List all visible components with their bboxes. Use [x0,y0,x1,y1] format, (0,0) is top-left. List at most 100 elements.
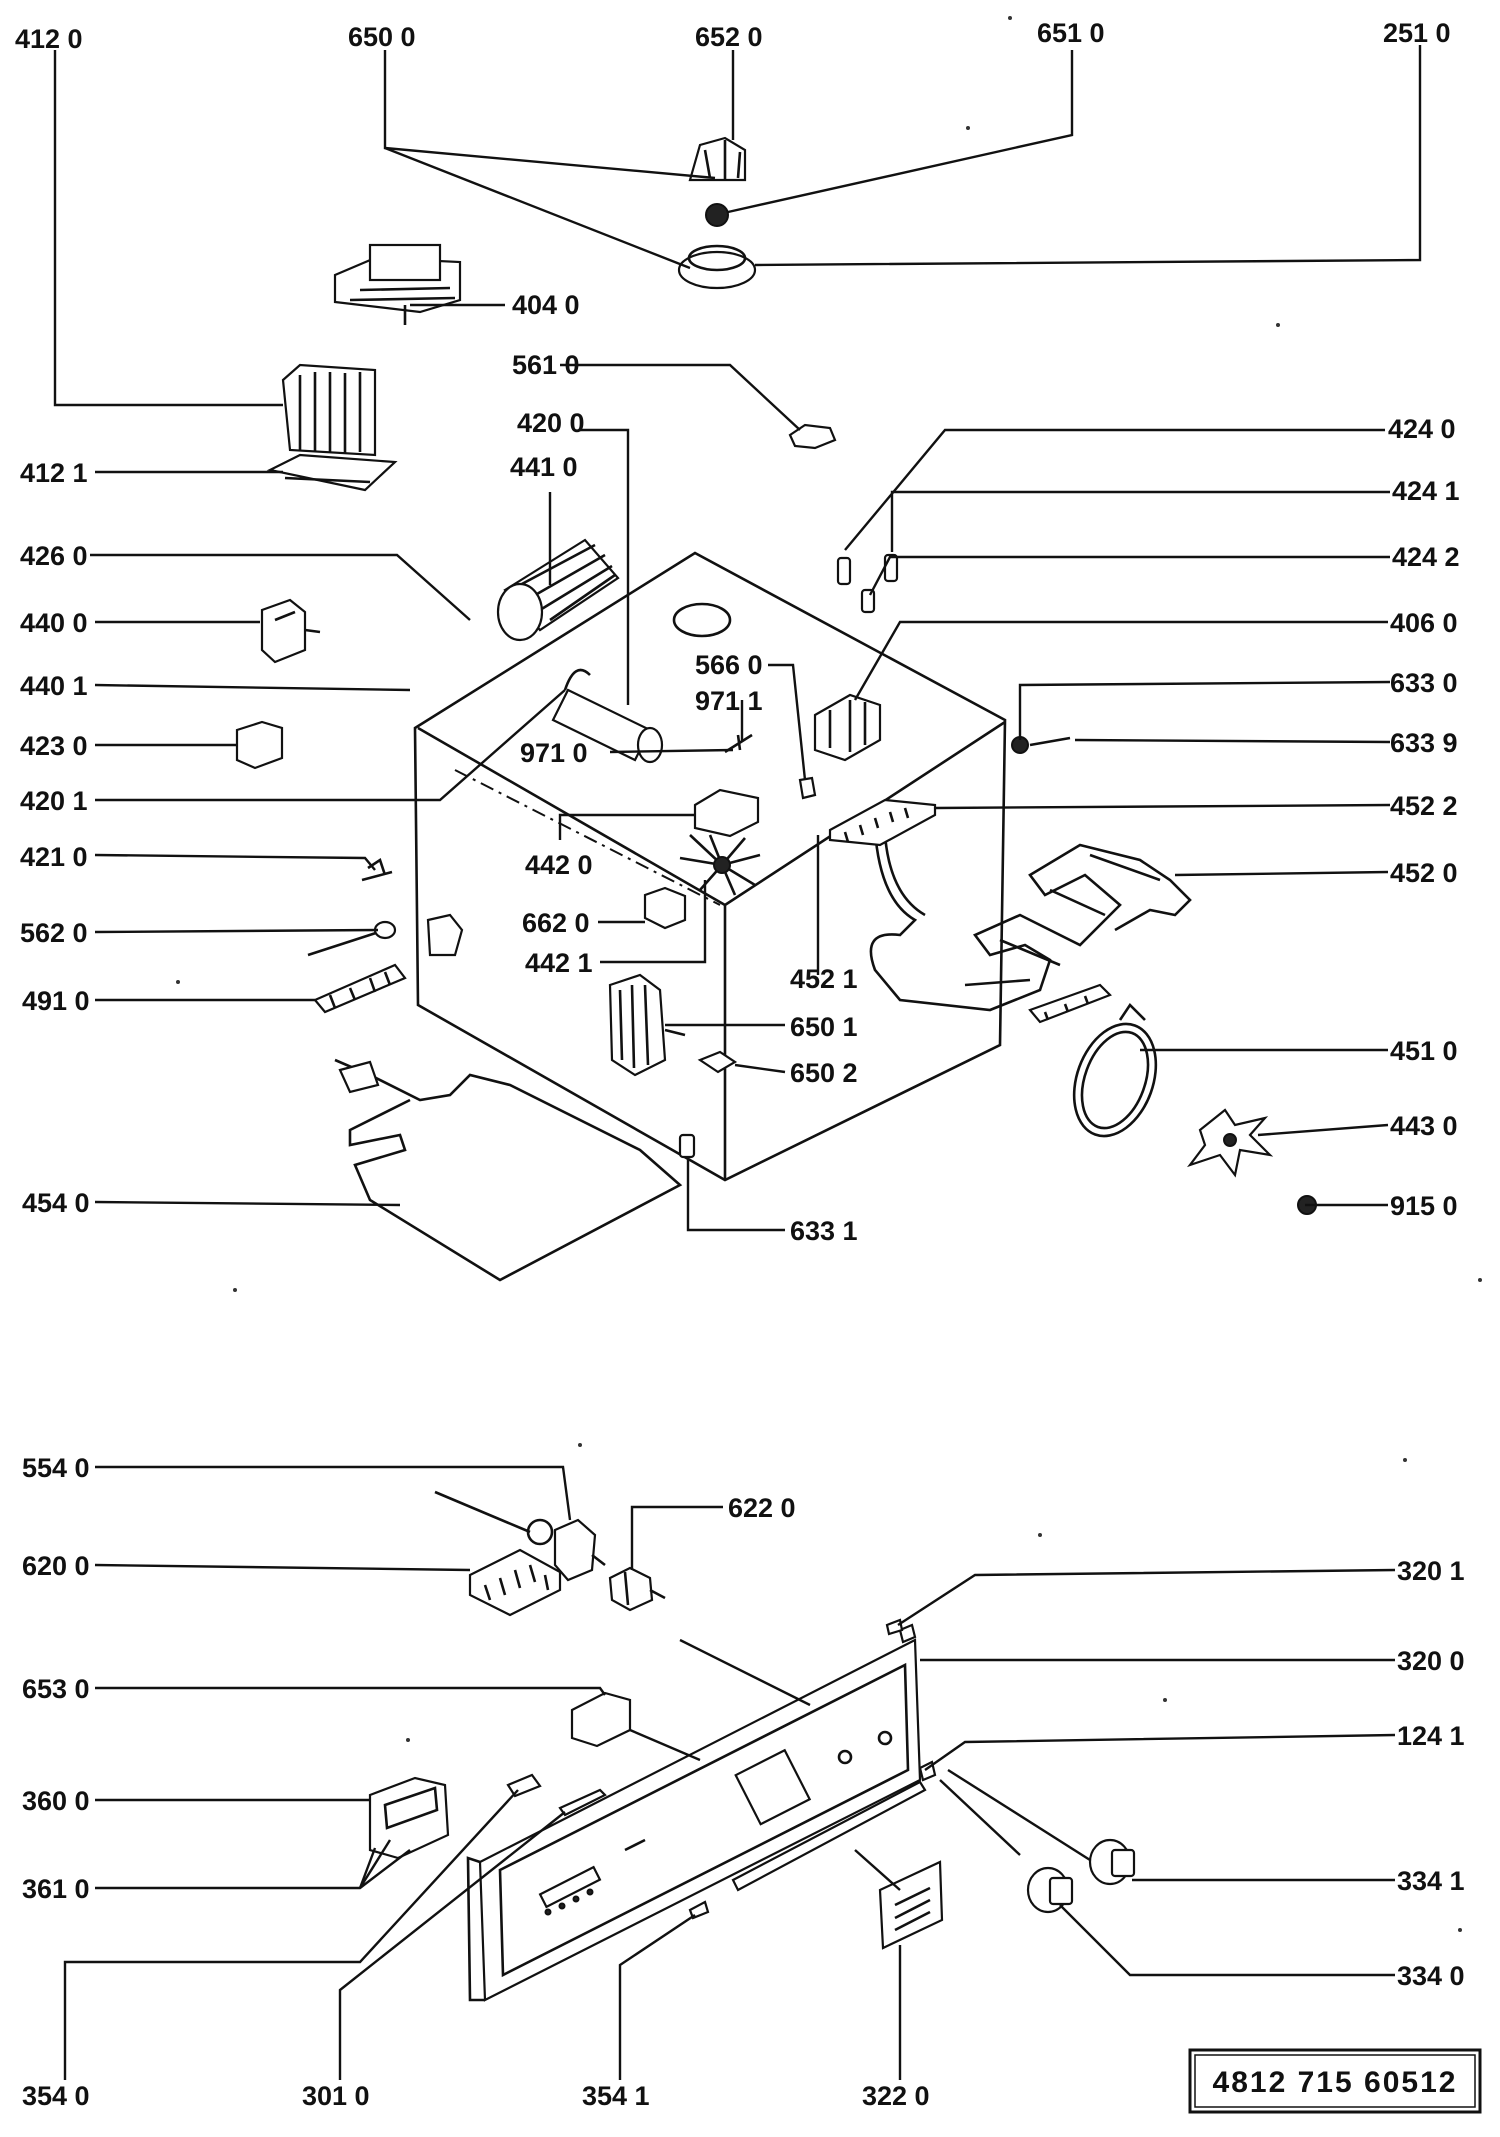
fan-motor [496,538,620,642]
thermostat-554 [434,1490,606,1582]
label-360-0: 360 0 [22,1786,90,1816]
lower-heating-element [334,1058,683,1282]
label-320-1: 320 1 [1397,1556,1465,1586]
part-633-1 [678,1133,696,1159]
switch-622 [608,1566,666,1612]
sensors-424 [836,553,899,614]
part-633-9 [1029,736,1071,747]
label-251-0: 251 0 [1383,18,1451,48]
label-301-0: 301 0 [302,2081,370,2111]
label-651-0: 651 0 [1037,18,1105,48]
label-442-0: 442 0 [525,850,593,880]
scan-specks [176,16,1482,1932]
label-420-0: 420 0 [517,408,585,438]
label-420-1: 420 1 [20,786,88,816]
label-426-0: 426 0 [20,541,88,571]
switch-440 [260,598,321,664]
label-334-0: 334 0 [1397,1961,1465,1991]
label-554-0: 554 0 [22,1453,90,1483]
fan-blade [1187,1108,1274,1178]
label-421-0: 421 0 [20,842,88,872]
part-labels: 412 0 650 0 652 0 651 0 251 0 404 0 561 … [15,18,1465,2111]
label-650-2: 650 2 [790,1058,858,1088]
fan-assembly-442 [679,788,761,896]
label-562-0: 562 0 [20,918,88,948]
element-bracket-454 [338,1060,380,1094]
label-440-1: 440 1 [20,671,88,701]
label-406-0: 406 0 [1390,608,1458,638]
knob-334-1 [1088,1838,1136,1886]
label-424-1: 424 1 [1392,476,1460,506]
relay-block [266,363,398,492]
label-452-1: 452 1 [790,964,858,994]
document-code: 4812 715 60512 [1213,2066,1458,2099]
lamp-tube [551,668,664,764]
label-566-0: 566 0 [695,650,763,680]
label-650-0: 650 0 [348,22,416,52]
part-354-1 [688,1900,710,1920]
part-662 [643,886,687,930]
indicator-354 [506,1773,542,1798]
label-404-0: 404 0 [512,290,580,320]
knob-334-0 [1026,1866,1074,1914]
clock-display-360 [368,1776,450,1860]
switch-block-620 [468,1548,562,1617]
label-424-2: 424 2 [1392,542,1460,572]
circular-element [1072,1002,1158,1138]
label-412-0: 412 0 [15,24,83,54]
grill-element [828,798,1192,1024]
label-423-0: 423 0 [20,731,88,761]
label-915-0: 915 0 [1390,1191,1458,1221]
label-451-0: 451 0 [1390,1036,1458,1066]
label-plate-322 [878,1860,944,1950]
label-452-2: 452 2 [1390,791,1458,821]
control-panel [466,1623,937,2002]
label-652-0: 652 0 [695,22,763,52]
terminal-strip-491 [313,963,407,1014]
leader-lines-top [53,45,1422,1232]
document-code-box: 4812 715 60512 [1188,2048,1482,2114]
label-662-0: 662 0 [522,908,590,938]
label-971-0: 971 0 [520,738,588,768]
selector-switch-650-1 [608,973,686,1077]
label-622-0: 622 0 [728,1493,796,1523]
timer-module [333,243,462,325]
heater-connector-562 [307,913,464,957]
label-971-1: 971 1 [695,686,763,716]
knob-assembly-top [677,136,757,290]
label-633-1: 633 1 [790,1216,858,1246]
label-424-0: 424 0 [1388,414,1456,444]
label-441-0: 441 0 [510,452,578,482]
trim-strip-124 [731,1780,927,1892]
label-361-0: 361 0 [22,1874,90,1904]
label-653-0: 653 0 [22,1674,90,1704]
label-620-0: 620 0 [22,1551,90,1581]
label-320-0: 320 0 [1397,1646,1465,1676]
label-650-1: 650 1 [790,1012,858,1042]
label-633-0: 633 0 [1390,668,1458,698]
label-322-0: 322 0 [862,2081,930,2111]
part-566 [798,776,817,800]
label-452-0: 452 0 [1390,858,1458,888]
label-443-0: 443 0 [1390,1111,1458,1141]
part-421 [361,857,393,882]
label-412-1: 412 1 [20,458,88,488]
oven-cavity [413,551,1007,1182]
label-491-0: 491 0 [22,986,90,1016]
terminal-block-406 [813,693,882,762]
leader-lines-bottom [63,1465,1396,2080]
label-442-1: 442 1 [525,948,593,978]
label-124-1: 124 1 [1397,1721,1465,1751]
part-650-2 [697,1050,738,1074]
part-423 [235,720,284,770]
label-561-0: 561 0 [512,350,580,380]
label-633-9: 633 9 [1390,728,1458,758]
label-354-0: 354 0 [22,2081,90,2111]
label-354-1: 354 1 [582,2081,650,2111]
label-334-1: 334 1 [1397,1866,1465,1896]
label-440-0: 440 0 [20,608,88,638]
label-454-0: 454 0 [22,1188,90,1218]
part-653 [570,1691,632,1748]
part-561 [788,423,837,450]
